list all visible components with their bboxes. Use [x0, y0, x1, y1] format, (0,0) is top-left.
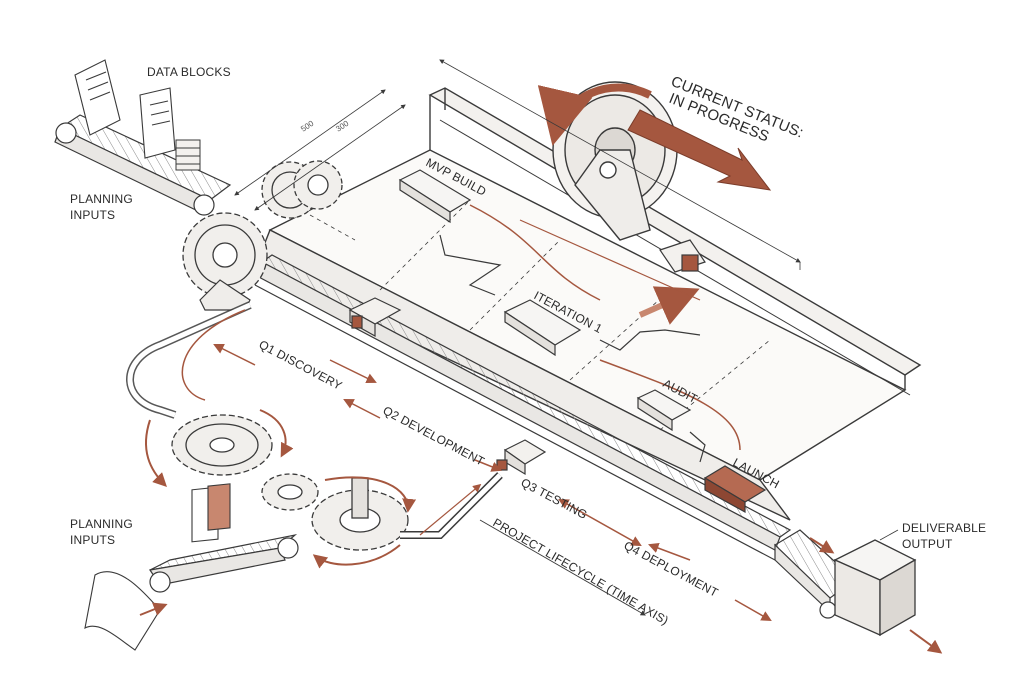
label-planning-inputs-top-line1: PLANNING	[70, 192, 133, 206]
label-deliverable-line2: OUTPUT	[902, 537, 953, 551]
dimension-lines	[234, 59, 801, 270]
phase-arrows	[213, 344, 772, 622]
deliverable-leader	[879, 529, 899, 541]
track-carriage-q1	[348, 297, 402, 338]
dimension-500: 500	[299, 119, 316, 134]
gear-rotation-arrows	[145, 409, 417, 569]
label-q3-testing: Q3 TESTING	[519, 475, 590, 522]
flow-arrow-left	[181, 309, 246, 401]
paper-scroll-icon	[84, 483, 231, 651]
label-q2-development: Q2 DEVELOPMENT	[381, 403, 488, 469]
label-planning-inputs-bottom-line1: PLANNING	[70, 517, 133, 531]
module-audit	[636, 389, 692, 432]
label-project-lifecycle: PROJECT LIFECYCLE (TIME AXIS)	[491, 515, 671, 627]
lifecycle-axis	[479, 519, 646, 616]
output-arrow	[909, 629, 943, 654]
dimension-300: 300	[334, 119, 351, 134]
label-planning-inputs-top-line2: INPUTS	[70, 208, 115, 222]
flow-arrow-3	[599, 359, 741, 451]
flow-arrow-2	[638, 286, 700, 325]
paper-scroll-icon	[74, 59, 176, 159]
module-iteration-1	[503, 299, 701, 357]
label-planning-inputs-bottom-line2: INPUTS	[70, 533, 115, 547]
label-deliverable-line1: DELIVERABLE	[902, 521, 986, 535]
gear-icon	[171, 414, 409, 551]
module-launch	[689, 431, 767, 514]
bottom-input-conveyor	[148, 533, 299, 593]
crate-icon	[833, 539, 917, 637]
server-stack-icon	[175, 139, 201, 171]
into-box-arrow	[809, 537, 835, 554]
label-data-blocks: DATA BLOCKS	[147, 65, 231, 79]
input-pipe	[126, 301, 252, 419]
track-carriage-q2	[496, 439, 547, 476]
lifecycle-track	[254, 254, 792, 561]
label-q4-deployment: Q4 DEPLOYMENT	[622, 538, 721, 600]
label-q1-discovery: Q1 DISCOVERY	[257, 337, 345, 393]
